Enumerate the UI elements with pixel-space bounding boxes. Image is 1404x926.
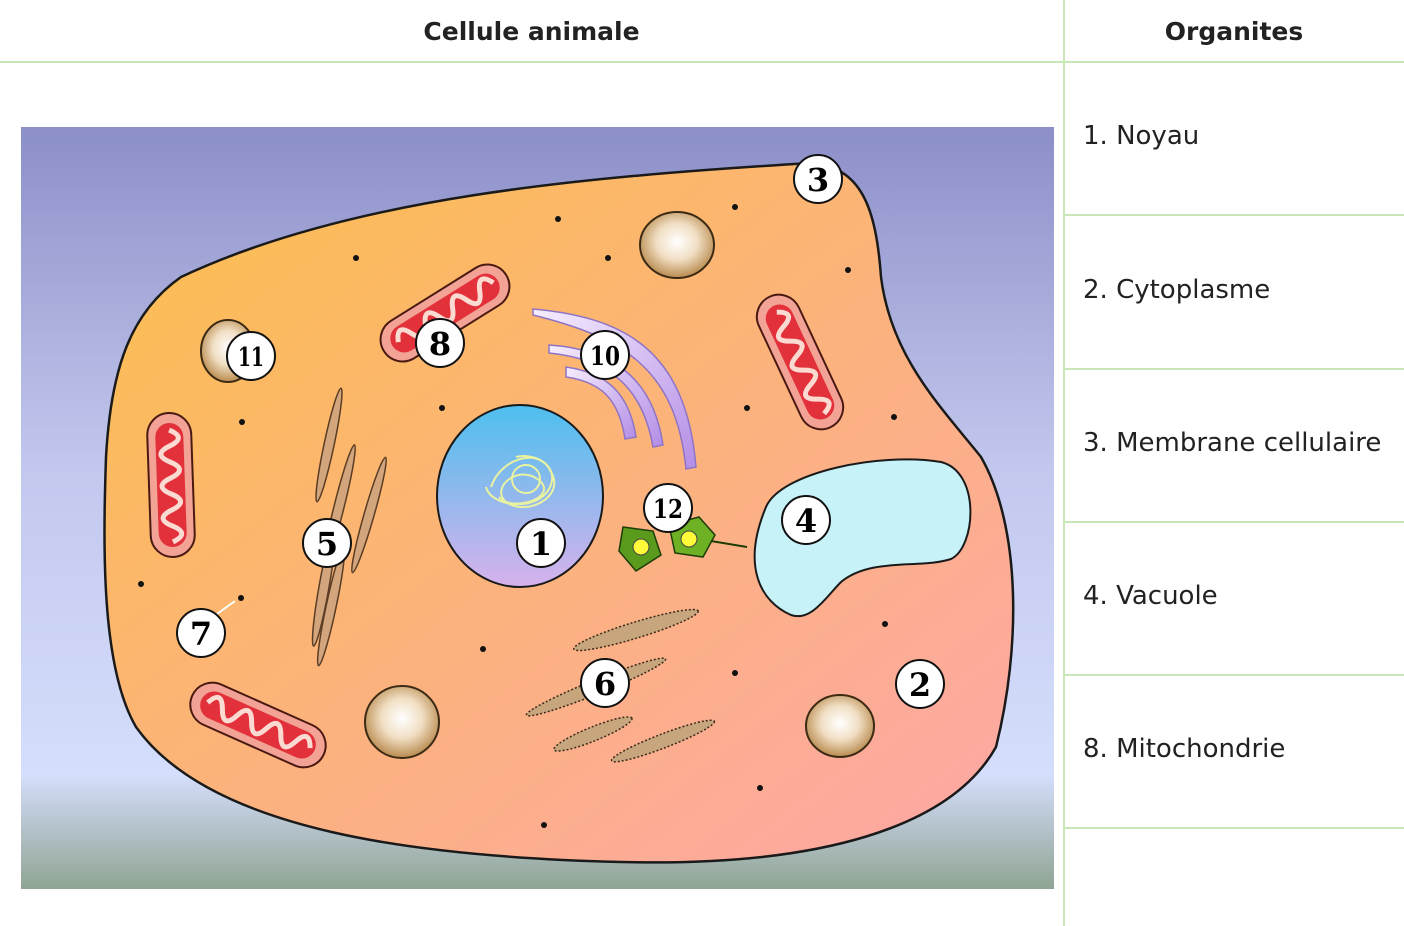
lysosomes <box>200 211 875 759</box>
row-divider <box>1064 521 1404 523</box>
animal-cell-diagram: 1 2 3 4 5 6 7 8 10 11 12 <box>21 127 1054 889</box>
organite-noyau: 1. Noyau <box>1083 121 1200 151</box>
header-divider <box>0 61 1404 63</box>
label-4: 4 <box>781 495 831 545</box>
row-divider <box>1064 214 1404 216</box>
cytoplasm-granules <box>138 204 897 828</box>
column-header-organites: Organites <box>1164 16 1304 46</box>
svg-text:10: 10 <box>590 342 620 372</box>
organite-cytoplasme: 2. Cytoplasme <box>1083 275 1271 305</box>
organite-vacuole: 4. Vacuole <box>1083 581 1218 611</box>
svg-text:8: 8 <box>429 325 451 363</box>
svg-text:1: 1 <box>530 525 552 563</box>
svg-text:6: 6 <box>594 665 616 703</box>
svg-text:11: 11 <box>238 343 264 373</box>
svg-text:2: 2 <box>909 666 931 704</box>
organite-mitochondrie: 8. Mitochondrie <box>1083 734 1286 764</box>
row-divider <box>1064 827 1404 829</box>
label-8: 8 <box>415 318 465 368</box>
label-5: 5 <box>302 518 352 568</box>
column-header-cellule-animale: Cellule animale <box>423 16 640 46</box>
svg-text:12: 12 <box>653 495 683 525</box>
svg-text:7: 7 <box>190 615 212 653</box>
svg-text:3: 3 <box>807 161 829 199</box>
svg-text:4: 4 <box>795 502 817 540</box>
nucleus <box>436 404 604 588</box>
label-6: 6 <box>580 658 630 708</box>
label-3: 3 <box>793 154 843 204</box>
label-7: 7 <box>176 608 226 658</box>
label-10: 10 <box>580 330 630 380</box>
arrow-7 <box>216 600 236 615</box>
label-11: 11 <box>226 331 276 381</box>
label-12: 12 <box>643 483 693 533</box>
label-2: 2 <box>895 659 945 709</box>
row-divider <box>1064 674 1404 676</box>
number-labels: 1 2 3 4 5 6 7 8 10 11 12 <box>176 154 945 709</box>
column-divider <box>1063 0 1065 926</box>
svg-text:5: 5 <box>316 525 338 563</box>
organite-membrane-cellulaire: 3. Membrane cellulaire <box>1083 428 1382 458</box>
row-divider <box>1064 368 1404 370</box>
label-1: 1 <box>516 518 566 568</box>
